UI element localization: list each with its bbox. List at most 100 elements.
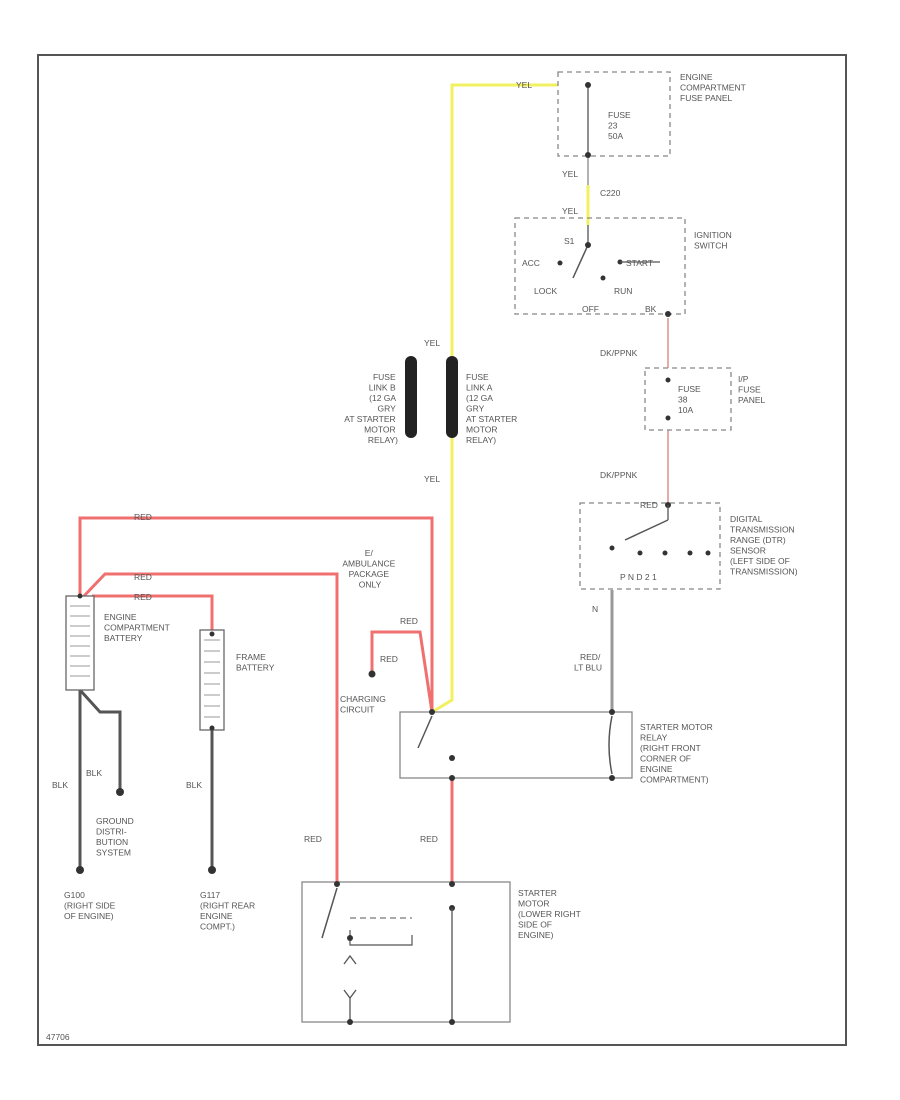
relay-label-1: RELAY [640,733,668,743]
yel-label-c220-top: YEL [562,169,578,179]
fuse-link-b [405,356,417,438]
dtr-switch-blade [624,519,669,541]
svg-text:G117 (RIGHT REAR ENGIN: G117 (RIGHT REAR ENGINE COMPT.) [200,890,257,932]
fuse-links-yel-top: YEL [424,338,440,348]
svg-text:ENGINE COMPARTMENT BAT: ENGINE COMPARTMENT BATTERY [104,612,172,643]
ign-lock: LOCK [534,286,557,296]
svg-text:STARTER MOTOR (LOWER R: STARTER MOTOR (LOWER RIGHT SIDE OF ENGIN… [518,888,583,940]
eb-wire-right: RED [134,592,152,602]
relay-label-2: (RIGHT FRONT [640,743,701,753]
link-b-0: FUSE [373,372,396,382]
dtr-label-2: RANGE (DTR) [730,535,786,545]
eb-label-1: COMPARTMENT [104,623,170,633]
g117-3: COMPT.) [200,922,235,932]
sm-label-0: STARTER [518,888,557,898]
amb-label-2: PACKAGE [349,569,390,579]
ipfp-wire-top: DK/PPNK [600,348,638,358]
red-top-wire [78,516,434,712]
ip-fuse-panel-box [644,367,732,431]
sm-wire-left: RED [304,834,322,844]
link-a-1: LINK A [466,383,493,393]
starter-coil-symbol [343,954,357,965]
svg-text:FUSE LINK B (12 GA: FUSE LINK B (12 GA GRY AT STARTER MOTOR … [344,372,398,445]
sm-label-2: (LOWER RIGHT [518,909,581,919]
yel-label-c220-bottom: YEL [562,206,578,216]
svg-text:RED/LT BLU: RED/LT BLU [574,652,602,673]
dtr-wire-in: RED [640,500,658,510]
ipfp-label-0: I/P [738,374,749,384]
ign-label-1: SWITCH [694,241,728,251]
link-a-0: FUSE [466,372,489,382]
charging-0: CHARGING [340,694,386,704]
efp-label-1: COMPARTMENT [680,83,746,93]
sm-label-4: ENGINE) [518,930,554,940]
fuse-links-yel-bottom: YEL [424,474,440,484]
efp-fuse-1: 23 [608,121,618,131]
red-frame-wire [92,594,214,630]
link-b-3: GRY [378,404,397,414]
dtr-label-5: TRANSMISSION) [730,567,798,577]
link-b-1: LINK B [369,383,396,393]
red-mid-wire [82,572,339,882]
sm-label-1: MOTOR [518,899,549,909]
svg-text:STARTER MOTOR RELAY (R: STARTER MOTOR RELAY (RIGHT FRONT CORNER … [640,722,715,785]
svg-text:DIGITAL TRANSMISSION R: DIGITAL TRANSMISSION RANGE (DTR) SENSOR … [730,514,798,577]
amb-label-1: AMBULANCE [342,559,395,569]
amb-wire-1: RED [400,616,418,626]
eb-label-2: BATTERY [104,633,143,643]
dtr-label-3: SENSOR [730,546,766,556]
link-a-6: RELAY) [466,435,496,445]
eb-wire-mid: RED [134,572,152,582]
relay-feed-1: LT BLU [574,663,602,673]
efp-label-2: FUSE PANEL [680,93,733,103]
ign-out: BK [645,304,657,314]
ign-run: RUN [614,286,632,296]
eb-label-0: ENGINE [104,612,137,622]
fb-label-0: FRAME [236,652,266,662]
dtr-label-4: (LEFT SIDE OF [730,556,790,566]
red-ambulance-wire [370,630,434,713]
ipfp-fuse-1: 38 [678,395,688,405]
dtr-out: N [592,604,598,614]
svg-text:E/ AMBULANCE PACKAGE: E/ AMBULANCE PACKAGE ONLY [342,548,397,590]
starter-relay-box [399,711,633,779]
svg-text:G100 (RIGHT SIDE OF EN: G100 (RIGHT SIDE OF ENGINE) [64,890,118,921]
frame-battery [199,629,225,731]
yel-label-top: YEL [516,80,532,90]
link-b-6: RELAY) [368,435,398,445]
eb-wire-top: RED [134,512,152,522]
ipfp-label-2: PANEL [738,395,766,405]
gd-3: SYSTEM [96,848,131,858]
figure-id: 47706 [46,1032,70,1042]
ground-dist-terminal [116,788,124,796]
g117-2: ENGINE [200,911,233,921]
ign-label-0: IGNITION [694,230,732,240]
g100-ground-terminal [76,866,84,874]
dtr-sensor-box [579,502,721,590]
engine-fuse-panel-box [557,71,671,157]
ipfp-label-1: FUSE [738,385,761,395]
relay-label-3: CORNER OF [640,754,691,764]
blk-label-2: BLK [86,768,102,778]
relay-coil [608,715,613,775]
c220-label: C220 [600,188,621,198]
starter-motor-box [301,881,511,1023]
ign-acc: ACC [522,258,540,268]
ipfp-fuse-2: 10A [678,405,693,415]
dtr-label-0: DIGITAL [730,514,763,524]
sm-wire-right: RED [420,834,438,844]
charging-1: CIRCUIT [340,705,374,715]
ipfp-wire-bottom: DK/PPNK [600,470,638,480]
relay-label-0: STARTER MOTOR [640,722,713,732]
sm-label-3: SIDE OF [518,920,552,930]
gd-0: GROUND [96,816,134,826]
amb-label-3: ONLY [359,580,382,590]
g100-1: (RIGHT SIDE [64,901,116,911]
g117-ground-terminal [208,866,216,874]
g117-0: G117 [200,890,220,900]
